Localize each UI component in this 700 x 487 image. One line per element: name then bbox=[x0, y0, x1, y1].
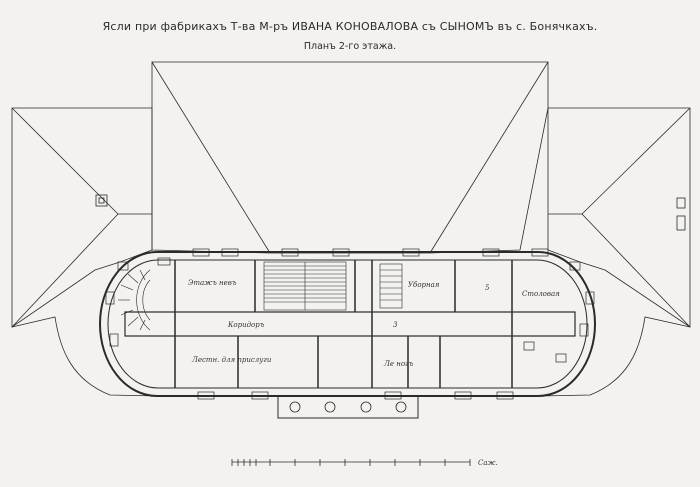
room-label-h: 3 bbox=[393, 321, 398, 329]
scale-bar bbox=[231, 459, 471, 466]
windows-top bbox=[157, 248, 549, 266]
chimney-right bbox=[676, 197, 686, 209]
room-label-g: Ле ногъ bbox=[383, 360, 414, 368]
room-label-f: Лестн. для прислуги bbox=[191, 356, 272, 364]
central-staircase bbox=[263, 261, 347, 311]
outer-wall bbox=[99, 251, 596, 397]
room-label-b: Коридоръ bbox=[227, 321, 265, 329]
room-label-c: Уборная bbox=[408, 281, 440, 289]
room-label-a: Этажъ невъ bbox=[188, 279, 237, 287]
inner-wall bbox=[107, 259, 588, 389]
corridor bbox=[124, 311, 576, 337]
chimney-left bbox=[95, 194, 108, 207]
ground-left bbox=[11, 316, 161, 397]
roof-right-wing bbox=[547, 107, 691, 328]
drawing-subtitle: Планъ 2-го этажа. bbox=[303, 41, 397, 52]
windows-apse bbox=[105, 261, 595, 363]
room-label-e: Столовая bbox=[522, 290, 560, 298]
spiral-staircase bbox=[118, 269, 151, 331]
drawing-title: Ясли при фабрикахъ Т-ва М-ръ ИВАНА КОНОВ… bbox=[102, 20, 598, 33]
portico bbox=[277, 395, 419, 419]
scale-unit-label: Саж. bbox=[478, 459, 498, 467]
room-label-d: 5 bbox=[485, 284, 490, 292]
roof-left-wing bbox=[11, 107, 153, 328]
building bbox=[99, 248, 596, 419]
service-stair bbox=[379, 263, 403, 309]
ground-right bbox=[539, 316, 691, 397]
